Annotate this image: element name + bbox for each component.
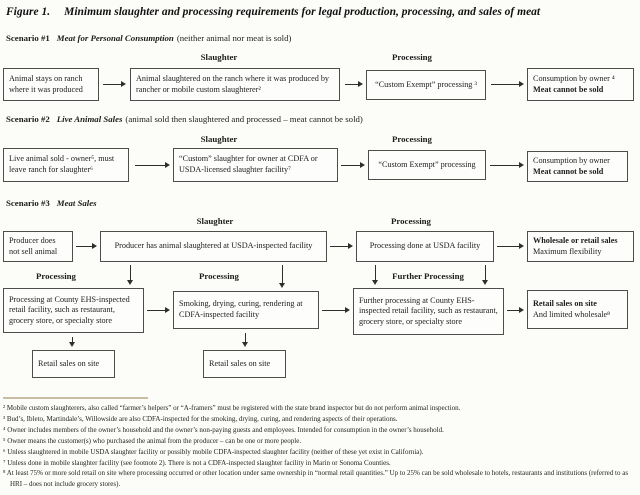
- retail-onsite-mid-text: Retail sales on site: [209, 358, 271, 368]
- arrow-right-icon: [330, 243, 353, 249]
- footnote-separator: [3, 397, 148, 399]
- flow-box-s1-slaughter: Animal slaughtered on the ranch where it…: [130, 68, 340, 101]
- s1-outcome-line1: Consumption by owner ⁴: [533, 73, 615, 83]
- flow-box-further-processing-text: Further processing at County EHS-inspect…: [359, 295, 498, 326]
- flow-box-s3-slaughter-text: Producer has animal slaughtered at USDA-…: [114, 241, 313, 251]
- scenario-1-name: Meat for Personal Consumption: [56, 33, 174, 43]
- scenario-1-label: Scenario #1 Meat for Personal Consumption…: [6, 33, 291, 43]
- flow-box-further-processing: Further processing at County EHS-inspect…: [353, 288, 504, 335]
- scenario-1-note: (neither animal nor meat is sold): [176, 33, 292, 43]
- retail-wholesale-line1: Retail sales on site: [533, 298, 597, 308]
- flow-box-s3-origin-text: Producer does not sell animal: [9, 235, 58, 256]
- footnote-4: ⁴ Owner includes members of the owner’s …: [3, 425, 444, 434]
- footnote-7: ⁷ Unless done in mobile slaughter facili…: [3, 458, 391, 467]
- arrow-right-icon: [76, 243, 97, 249]
- footnote-6: ⁶ Unless slaughtered in mobile USDA slau…: [3, 447, 424, 456]
- scenario-2-label: Scenario #2 Live Animal Sales(animal sold…: [6, 114, 363, 124]
- arrow-right-icon: [147, 307, 170, 313]
- figure-title: Figure 1. Minimum slaughter and processin…: [6, 6, 626, 18]
- scenario-2-note: (animal sold then slaughtered and proces…: [125, 114, 363, 124]
- retail-onsite-left-text: Retail sales on site: [38, 358, 100, 368]
- flow-box-s3-outcome: Wholesale or retail sales Maximum flexib…: [527, 231, 634, 262]
- flow-box-cdfa-processing: Smoking, drying, curing, rendering at CD…: [173, 291, 319, 329]
- footnote-3: ³ Bud’s, Ibleto, Martindale’s, Willowsid…: [3, 414, 398, 423]
- scenario-1-number: Scenario #1: [6, 33, 50, 43]
- retail-wholesale-line2: And limited wholesale⁸: [533, 309, 610, 319]
- flow-box-s1-processing-text: “Custom Exempt” processing ³: [375, 79, 477, 89]
- flow-box-s2-slaughter: “Custom” slaughter for owner at CDFA or …: [173, 148, 338, 182]
- flow-box-s1-slaughter-text: Animal slaughtered on the ranch where it…: [136, 73, 330, 94]
- flow-box-s3-processing: Processing done at USDA facility: [356, 231, 494, 262]
- flow-box-s2-origin: Live animal sold - owner⁵, must leave ra…: [3, 148, 129, 182]
- scenario-3-label: Scenario #3 Meat Sales: [6, 198, 100, 208]
- flow-box-cdfa-processing-text: Smoking, drying, curing, rendering at CD…: [179, 299, 303, 319]
- arrow-down-icon: [279, 265, 285, 288]
- arrow-down-icon: [372, 265, 378, 285]
- arrow-down-icon: [482, 265, 488, 285]
- arrow-right-icon: [103, 81, 126, 87]
- further-processing-header: Further Processing: [392, 271, 464, 281]
- flow-box-s1-origin-text: Animal stays on ranch where it was produ…: [9, 73, 83, 94]
- arrow-right-icon: [490, 162, 524, 168]
- flow-box-s1-origin: Animal stays on ranch where it was produ…: [3, 68, 99, 101]
- footnote-2: ² Mobile custom slaughterers, also calle…: [3, 404, 461, 412]
- figure-number: Figure 1.: [6, 6, 51, 18]
- arrow-down-icon: [69, 337, 75, 347]
- flow-box-s2-processing: “Custom Exempt” processing: [368, 150, 486, 180]
- arrow-right-icon: [507, 307, 524, 313]
- footnotes: ² Mobile custom slaughterers, also calle…: [3, 403, 637, 490]
- flow-box-s3-origin: Producer does not sell animal: [3, 231, 73, 262]
- flow-box-s1-processing: “Custom Exempt” processing ³: [366, 70, 486, 100]
- flow-box-retail-wholesale: Retail sales on site And limited wholesa…: [527, 290, 628, 329]
- s2-outcome-line2: Meat cannot be sold: [533, 166, 604, 176]
- arrow-right-icon: [345, 81, 363, 87]
- flow-box-retail-onsite-mid: Retail sales on site: [203, 350, 286, 378]
- flow-box-retail-onsite-left: Retail sales on site: [32, 350, 115, 378]
- s2-outcome-line1: Consumption by owner: [533, 155, 610, 165]
- s1-outcome-line2: Meat cannot be sold: [533, 84, 604, 94]
- arrow-down-icon: [242, 333, 248, 347]
- s3-slaughter-header: Slaughter: [196, 216, 234, 226]
- s3-processing-header: Processing: [391, 216, 431, 226]
- flow-box-s3-slaughter: Producer has animal slaughtered at USDA-…: [100, 231, 327, 262]
- arrow-down-icon: [127, 265, 133, 285]
- flow-box-county-processing: Processing at County EHS-inspected retai…: [3, 288, 144, 333]
- s3-outcome-line1: Wholesale or retail sales: [533, 235, 618, 245]
- scenario-2-number: Scenario #2: [6, 114, 50, 124]
- s1-slaughter-header: Slaughter: [200, 52, 238, 62]
- arrow-right-icon: [322, 307, 350, 313]
- flow-box-county-processing-text: Processing at County EHS-inspected retai…: [9, 294, 130, 325]
- flow-box-s2-processing-text: “Custom Exempt” processing: [378, 159, 476, 169]
- s2-processing-header: Processing: [392, 134, 432, 144]
- footnote-8: ⁸ At least 75% or more sold retail on si…: [3, 469, 629, 489]
- arrow-right-icon: [135, 162, 170, 168]
- scenario-3-number: Scenario #3: [6, 198, 50, 208]
- flow-box-s1-outcome: Consumption by owner ⁴ Meat cannot be so…: [527, 68, 634, 101]
- s3-outcome-line2: Maximum flexibility: [533, 246, 602, 256]
- footnote-5: ⁵ Owner means the customer(s) who purcha…: [3, 436, 302, 445]
- flow-box-s2-outcome: Consumption by owner Meat cannot be sold: [527, 151, 628, 182]
- s1-processing-header: Processing: [392, 52, 432, 62]
- scenario-3-name: Meat Sales: [56, 198, 97, 208]
- row4-processing-left-header: Processing: [36, 271, 76, 281]
- flow-box-s2-slaughter-text: “Custom” slaughter for owner at CDFA or …: [179, 154, 318, 174]
- flow-box-s2-origin-text: Live animal sold - owner⁵, must leave ra…: [9, 154, 115, 174]
- arrow-right-icon: [497, 243, 524, 249]
- arrow-right-icon: [341, 162, 365, 168]
- row4-processing-mid-header: Processing: [199, 271, 239, 281]
- flow-box-s3-processing-text: Processing done at USDA facility: [369, 241, 481, 251]
- figure-title-text: Minimum slaughter and processing require…: [64, 6, 541, 18]
- arrow-right-icon: [491, 81, 524, 87]
- scenario-2-name: Live Animal Sales: [56, 114, 123, 124]
- s2-slaughter-header: Slaughter: [200, 134, 238, 144]
